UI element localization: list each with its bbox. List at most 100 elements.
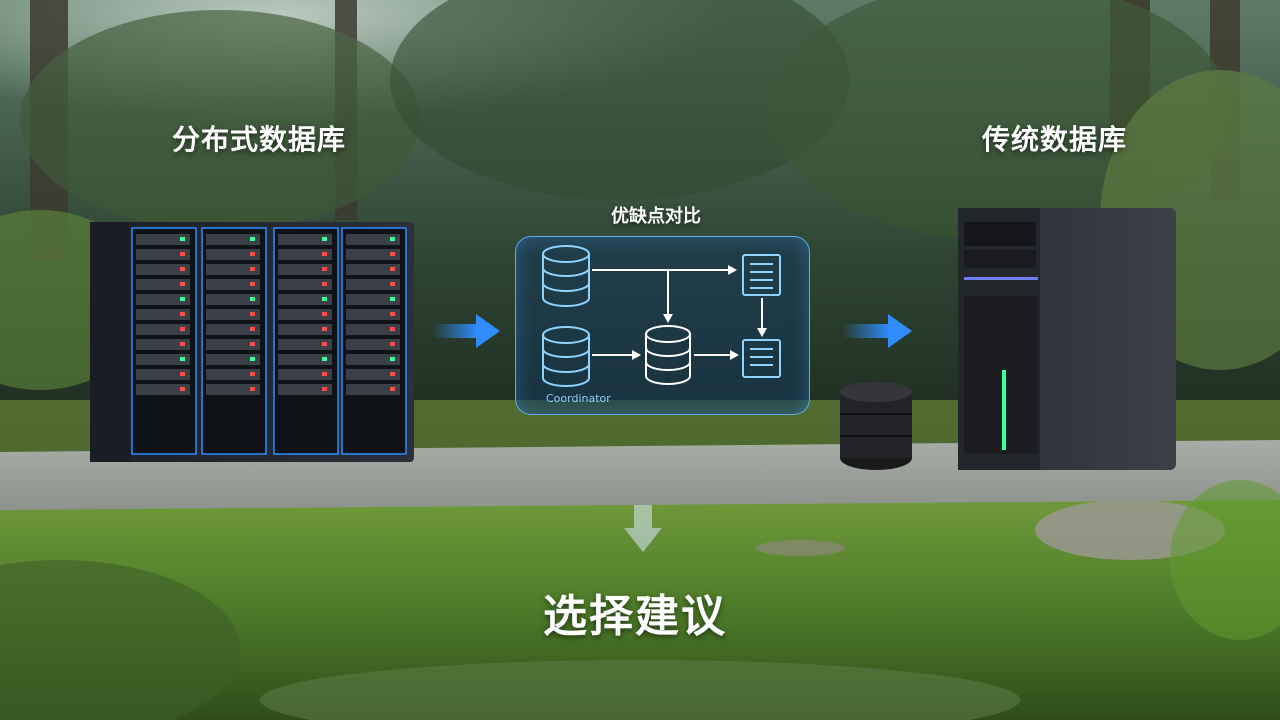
comparison-title: 优缺点对比 bbox=[611, 206, 701, 227]
status-led bbox=[180, 372, 185, 376]
rack-unit bbox=[136, 309, 190, 320]
rack-unit bbox=[136, 324, 190, 335]
rack-unit bbox=[206, 279, 260, 290]
traditional-db-title: 传统数据库 bbox=[982, 123, 1128, 156]
status-led bbox=[250, 312, 255, 316]
status-led bbox=[390, 282, 395, 286]
rack-unit bbox=[346, 264, 400, 275]
arrow-right-icon bbox=[432, 314, 500, 348]
status-led bbox=[322, 267, 327, 271]
rack-unit bbox=[346, 369, 400, 380]
status-led bbox=[250, 252, 255, 256]
status-led bbox=[250, 267, 255, 271]
status-led bbox=[322, 297, 327, 301]
status-led bbox=[322, 252, 327, 256]
rack-unit bbox=[136, 339, 190, 350]
tower-server bbox=[958, 208, 1176, 470]
rack-unit bbox=[206, 294, 260, 305]
status-led bbox=[180, 282, 185, 286]
rack-unit bbox=[206, 249, 260, 260]
database-icon bbox=[645, 325, 691, 385]
rack-unit bbox=[206, 384, 260, 395]
rack-unit bbox=[136, 294, 190, 305]
status-led bbox=[180, 237, 185, 241]
status-led bbox=[250, 297, 255, 301]
database-icon bbox=[542, 245, 590, 307]
rack-unit bbox=[206, 264, 260, 275]
database-stack bbox=[840, 382, 912, 470]
rack-unit bbox=[206, 324, 260, 335]
rack-unit bbox=[278, 309, 332, 320]
status-led bbox=[390, 297, 395, 301]
rack-unit bbox=[206, 354, 260, 365]
status-led bbox=[390, 252, 395, 256]
rack-unit bbox=[346, 279, 400, 290]
status-led bbox=[180, 297, 185, 301]
rack-unit bbox=[278, 264, 332, 275]
status-led bbox=[322, 312, 327, 316]
rack-unit bbox=[278, 249, 332, 260]
status-led bbox=[322, 387, 327, 391]
rack-unit bbox=[136, 279, 190, 290]
status-led bbox=[390, 267, 395, 271]
rack-unit bbox=[278, 324, 332, 335]
rack-unit bbox=[206, 369, 260, 380]
rack-unit bbox=[278, 339, 332, 350]
distributed-db-title: 分布式数据库 bbox=[172, 123, 347, 156]
status-led bbox=[250, 342, 255, 346]
status-led bbox=[322, 357, 327, 361]
status-led bbox=[180, 342, 185, 346]
status-led bbox=[180, 267, 185, 271]
status-led bbox=[390, 312, 395, 316]
rack-unit bbox=[346, 309, 400, 320]
rack-unit bbox=[346, 354, 400, 365]
document-icon bbox=[742, 339, 781, 378]
rack-unit bbox=[136, 264, 190, 275]
server-rack-cluster bbox=[90, 222, 414, 462]
status-led bbox=[322, 372, 327, 376]
rack-unit bbox=[346, 324, 400, 335]
status-led bbox=[250, 327, 255, 331]
rack-unit bbox=[206, 234, 260, 245]
rack-unit bbox=[278, 354, 332, 365]
arrow-down-icon bbox=[624, 505, 662, 552]
rack-unit bbox=[346, 294, 400, 305]
status-led bbox=[180, 252, 185, 256]
status-led bbox=[250, 282, 255, 286]
rack-unit bbox=[346, 339, 400, 350]
arrow-right-icon bbox=[842, 314, 912, 348]
status-led bbox=[390, 327, 395, 331]
rack-unit bbox=[278, 294, 332, 305]
selection-advice-title: 选择建议 bbox=[543, 591, 727, 642]
status-led bbox=[250, 357, 255, 361]
rack-unit bbox=[346, 384, 400, 395]
status-led bbox=[250, 387, 255, 391]
status-led bbox=[322, 237, 327, 241]
status-led bbox=[322, 282, 327, 286]
rack-unit bbox=[278, 369, 332, 380]
status-led bbox=[180, 327, 185, 331]
rack-unit bbox=[346, 234, 400, 245]
status-led bbox=[180, 312, 185, 316]
status-led bbox=[250, 372, 255, 376]
rack-unit bbox=[136, 384, 190, 395]
status-led bbox=[180, 387, 185, 391]
rack-unit bbox=[206, 309, 260, 320]
status-led bbox=[322, 342, 327, 346]
status-led bbox=[390, 237, 395, 241]
rack-unit bbox=[206, 339, 260, 350]
status-led bbox=[390, 342, 395, 346]
document-icon bbox=[742, 254, 781, 296]
status-led bbox=[390, 372, 395, 376]
rack-unit bbox=[278, 279, 332, 290]
status-led bbox=[322, 327, 327, 331]
rack-unit bbox=[346, 249, 400, 260]
rack-unit bbox=[136, 354, 190, 365]
rack-unit bbox=[136, 249, 190, 260]
status-led bbox=[390, 357, 395, 361]
database-icon bbox=[542, 326, 590, 387]
